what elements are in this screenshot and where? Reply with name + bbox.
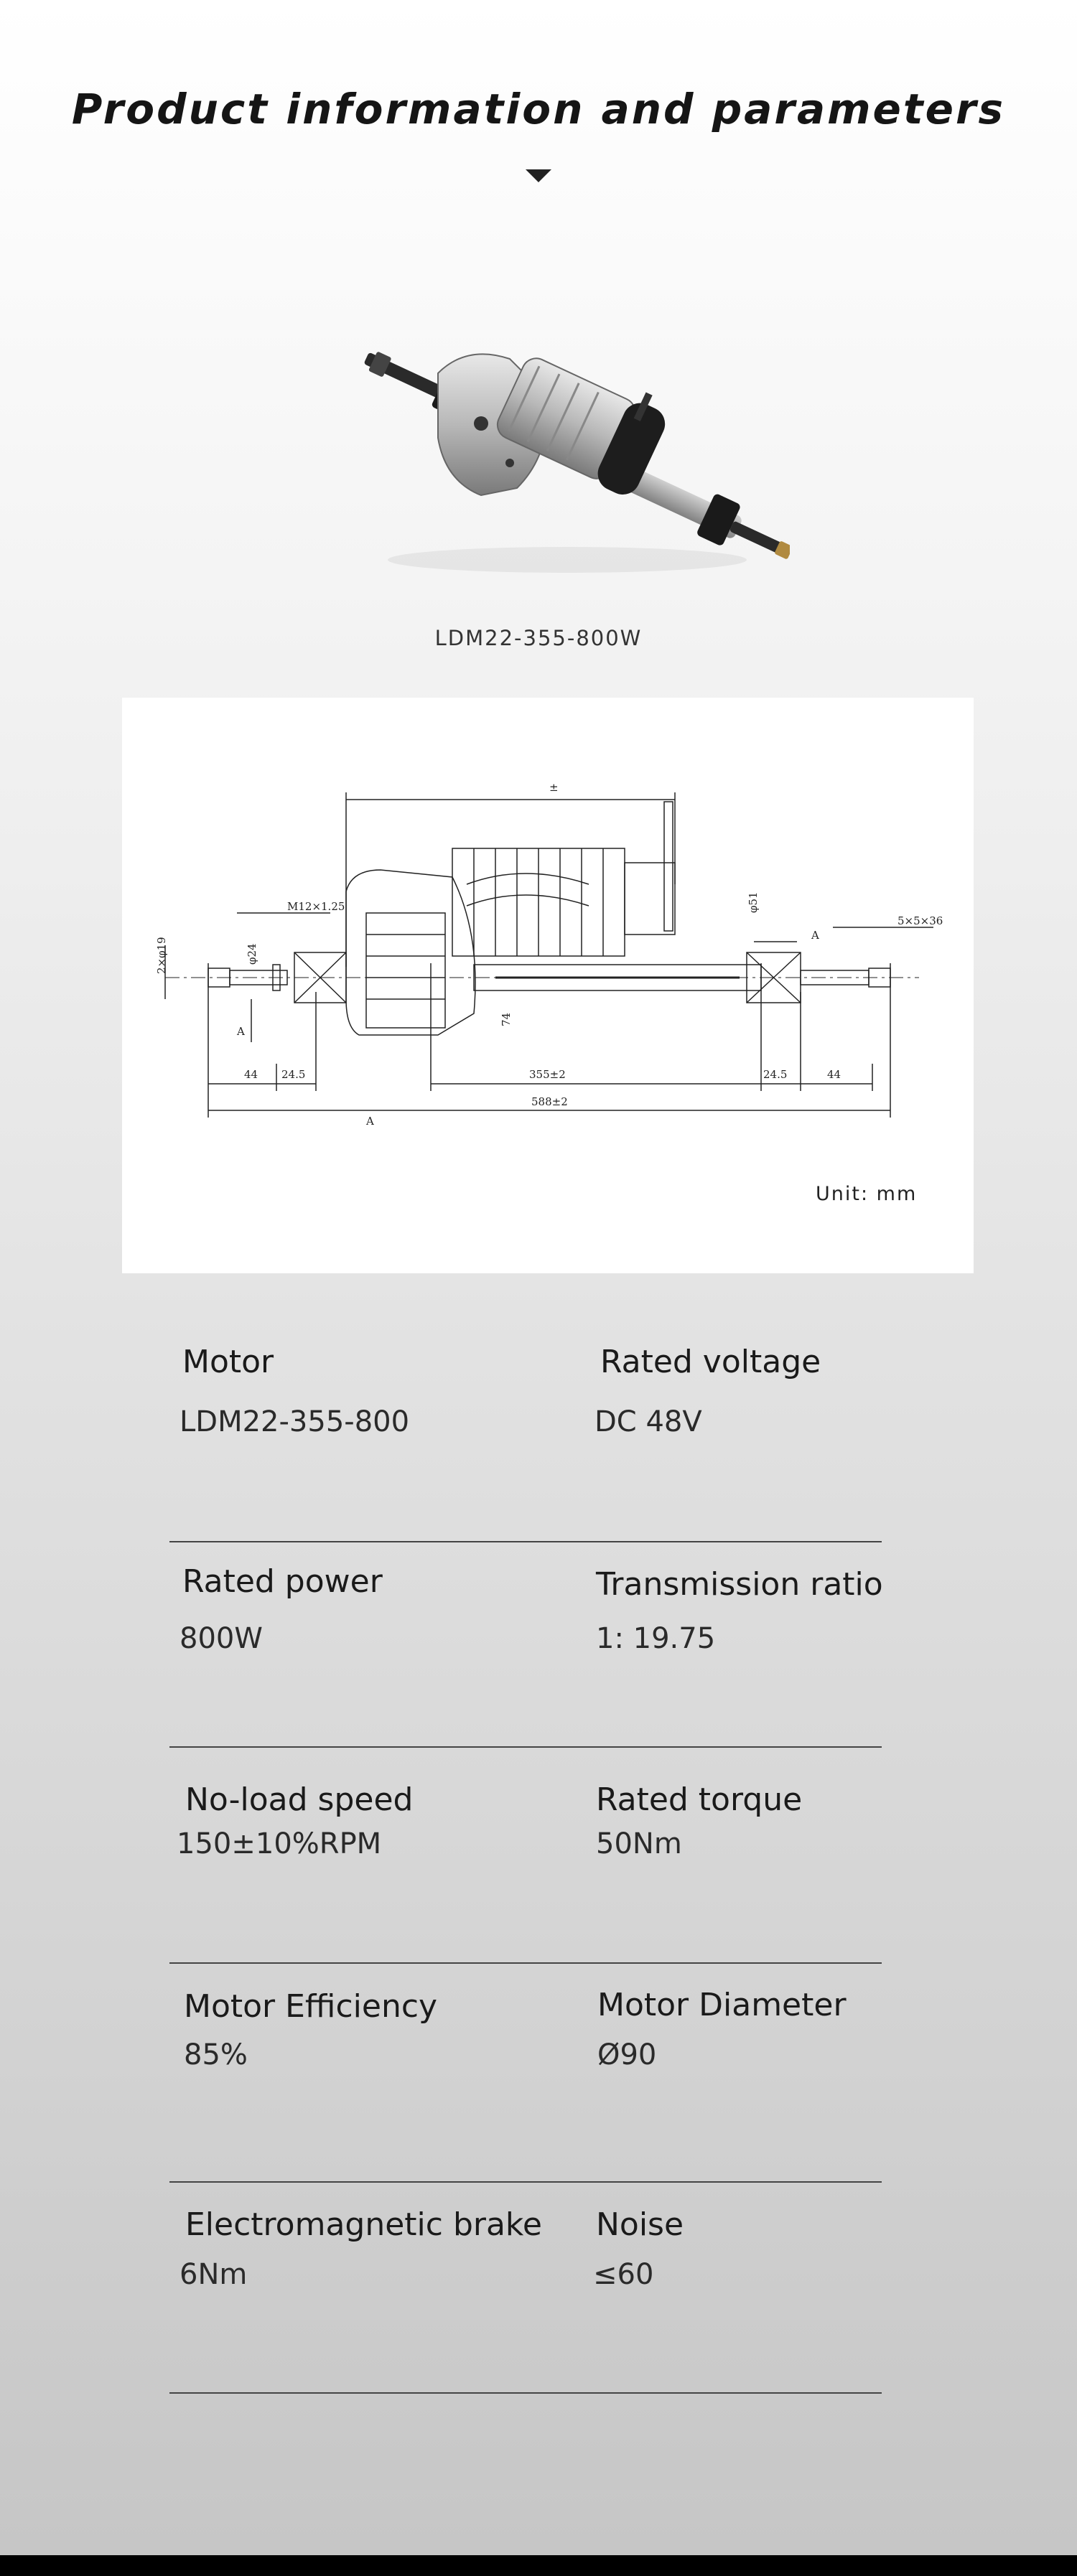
dim-dia51-label: φ51 bbox=[747, 891, 760, 913]
spec-rated-torque: Rated torque bbox=[596, 1781, 802, 1818]
dim-section-a-left: A bbox=[236, 1025, 245, 1038]
dim-len-588: 588±2 bbox=[531, 1095, 568, 1108]
dim-left-44: 44 bbox=[244, 1068, 258, 1081]
page-title: Product information and parameters bbox=[71, 85, 1006, 134]
dim-len-355: 355±2 bbox=[529, 1068, 566, 1081]
spec-label: Noise bbox=[596, 2206, 684, 2243]
spec-value: Ø90 bbox=[597, 2038, 657, 2071]
spec-motor-diameter: Motor Diameter bbox=[597, 1987, 847, 2023]
spec-label: Motor Diameter bbox=[597, 1987, 847, 2023]
spec-label: No-load speed bbox=[185, 1781, 414, 1818]
dim-dia24-label: φ24 bbox=[246, 943, 258, 965]
spec-label: Rated torque bbox=[596, 1781, 803, 1818]
spec-transmission-ratio-value-wrap: 1: 19.75 bbox=[596, 1622, 715, 1655]
spec-value: DC 48V bbox=[595, 1405, 702, 1438]
spec-no-load-speed: No-load speed bbox=[185, 1781, 413, 1818]
spec-value: ≤60 bbox=[593, 2258, 654, 2291]
bottom-bar bbox=[0, 2555, 1077, 2576]
spec-motor-value-wrap: LDM22-355-800 bbox=[180, 1405, 409, 1438]
product-model-caption: LDM22-355-800W bbox=[434, 626, 643, 650]
spec-motor: Motor bbox=[182, 1344, 274, 1380]
technical-drawing-card: ± M12×1.25 5×5×36 A 2×φ19 φ24 φ51 A 44 2… bbox=[122, 698, 974, 1273]
spec-label: Motor Efficiency bbox=[184, 1988, 438, 2025]
divider bbox=[169, 1746, 882, 1748]
transaxle-motor-icon bbox=[364, 352, 793, 573]
spec-value: 1: 19.75 bbox=[596, 1622, 716, 1655]
spec-value: 85% bbox=[184, 2038, 248, 2071]
dim-key-right-label: 5×5×36 bbox=[898, 914, 943, 927]
spec-transmission-ratio: Transmission ratio bbox=[596, 1566, 883, 1603]
divider bbox=[169, 1541, 882, 1542]
technical-drawing: ± M12×1.25 5×5×36 A 2×φ19 φ24 φ51 A 44 2… bbox=[155, 781, 943, 1128]
spec-no-load-speed-value-wrap: 150±10%RPM bbox=[177, 1827, 381, 1860]
spec-rated-power-value-wrap: 800W bbox=[180, 1622, 263, 1655]
spec-electromagnetic-brake: Electromagnetic brake bbox=[185, 2206, 542, 2243]
spec-label: Rated voltage bbox=[600, 1344, 821, 1380]
dim-housing-74: 74 bbox=[500, 1013, 513, 1026]
spec-motor-efficiency: Motor Efficiency bbox=[184, 1988, 437, 2025]
unit-label: Unit: mm bbox=[816, 1183, 918, 1205]
divider bbox=[169, 2181, 882, 2183]
dim-thread-label: M12×1.25 bbox=[287, 900, 345, 913]
dim-section-a-top: A bbox=[811, 929, 819, 942]
spec-value: 150±10%RPM bbox=[177, 1827, 382, 1860]
spec-label: Transmission ratio bbox=[596, 1566, 883, 1603]
spec-label: Rated power bbox=[182, 1563, 383, 1600]
divider bbox=[169, 2392, 882, 2394]
spec-rated-power: Rated power bbox=[182, 1563, 383, 1600]
dim-section-a-bottom: A bbox=[365, 1115, 374, 1128]
dim-right-44: 44 bbox=[827, 1068, 841, 1081]
spec-motor-efficiency-value-wrap: 85% bbox=[184, 2038, 248, 2071]
spec-rated-voltage: Rated voltage bbox=[600, 1344, 821, 1380]
spec-value: 6Nm bbox=[180, 2258, 248, 2291]
dim-left-245: 24.5 bbox=[281, 1068, 305, 1081]
spec-rated-voltage-value-wrap: DC 48V bbox=[595, 1405, 702, 1438]
spec-label: Electromagnetic brake bbox=[185, 2206, 542, 2243]
dim-right-245: 24.5 bbox=[763, 1068, 787, 1081]
spec-motor-diameter-value-wrap: Ø90 bbox=[597, 2038, 656, 2071]
product-image bbox=[330, 316, 793, 589]
dim-key-left-label: 2×φ19 bbox=[155, 937, 168, 974]
spec-value: LDM22-355-800 bbox=[180, 1405, 410, 1438]
spec-value: 50Nm bbox=[596, 1827, 682, 1860]
spec-electromagnetic-brake-value-wrap: 6Nm bbox=[180, 2258, 247, 2291]
dim-top-label: ± bbox=[549, 781, 559, 794]
spec-noise: Noise bbox=[596, 2206, 684, 2243]
spec-rated-torque-value-wrap: 50Nm bbox=[596, 1827, 682, 1860]
spec-label: Motor bbox=[182, 1344, 274, 1380]
spec-noise-value-wrap: ≤60 bbox=[593, 2258, 653, 2291]
spec-value: 800W bbox=[180, 1622, 263, 1655]
divider bbox=[169, 1962, 882, 1964]
caret-down-icon bbox=[526, 169, 551, 182]
